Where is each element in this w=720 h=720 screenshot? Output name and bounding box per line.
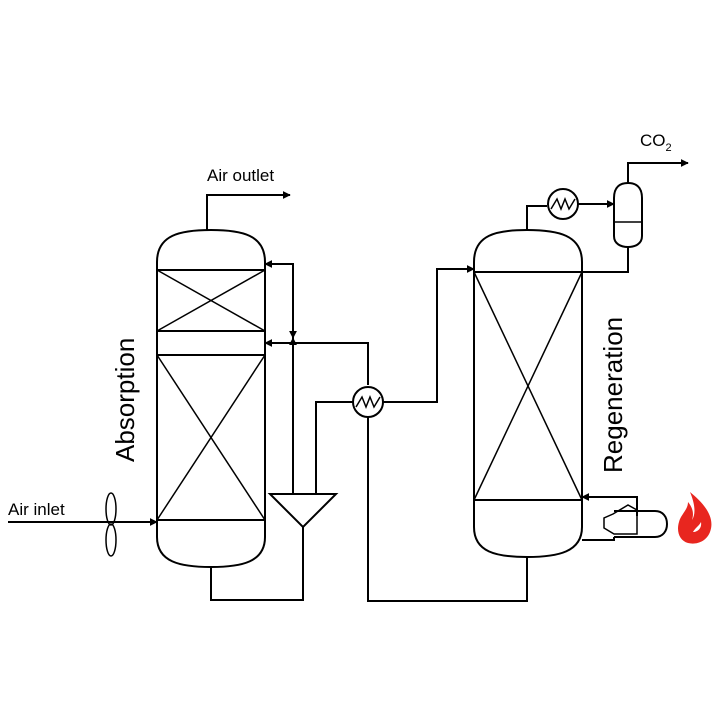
fan-icon xyxy=(105,492,117,557)
reflux-line xyxy=(582,247,629,273)
air-outlet-line xyxy=(206,191,291,230)
absorber-bottom-line xyxy=(210,527,304,601)
absorption-column xyxy=(156,228,266,569)
regenerator-bottom-line xyxy=(367,417,528,602)
flame-icon xyxy=(678,492,712,544)
reboiler-feed-line xyxy=(582,537,615,541)
reboiler-icon xyxy=(603,504,669,538)
lean-return-line xyxy=(264,339,369,385)
regeneration-label: Regeneration xyxy=(598,317,628,473)
co2-subscript: 2 xyxy=(666,142,672,154)
co2-outlet-line xyxy=(627,159,689,183)
pump-to-hx-line xyxy=(315,401,353,494)
flash-drum-icon xyxy=(613,181,643,249)
absorption-label: Absorption xyxy=(110,338,140,462)
overhead-line xyxy=(526,205,547,230)
reboiler-return-line xyxy=(581,493,638,516)
heat-exchanger-icon xyxy=(352,386,384,418)
co2-label: CO2 xyxy=(640,131,672,154)
recycle-top-line xyxy=(264,260,294,330)
air-inlet-label: Air inlet xyxy=(8,500,65,519)
co2-main: CO xyxy=(640,131,666,150)
air-outlet-label: Air outlet xyxy=(207,166,274,185)
pump-icon xyxy=(267,493,339,529)
hx-to-regenerator-line xyxy=(383,265,475,403)
regeneration-column xyxy=(473,228,583,559)
condenser-icon xyxy=(547,188,579,220)
